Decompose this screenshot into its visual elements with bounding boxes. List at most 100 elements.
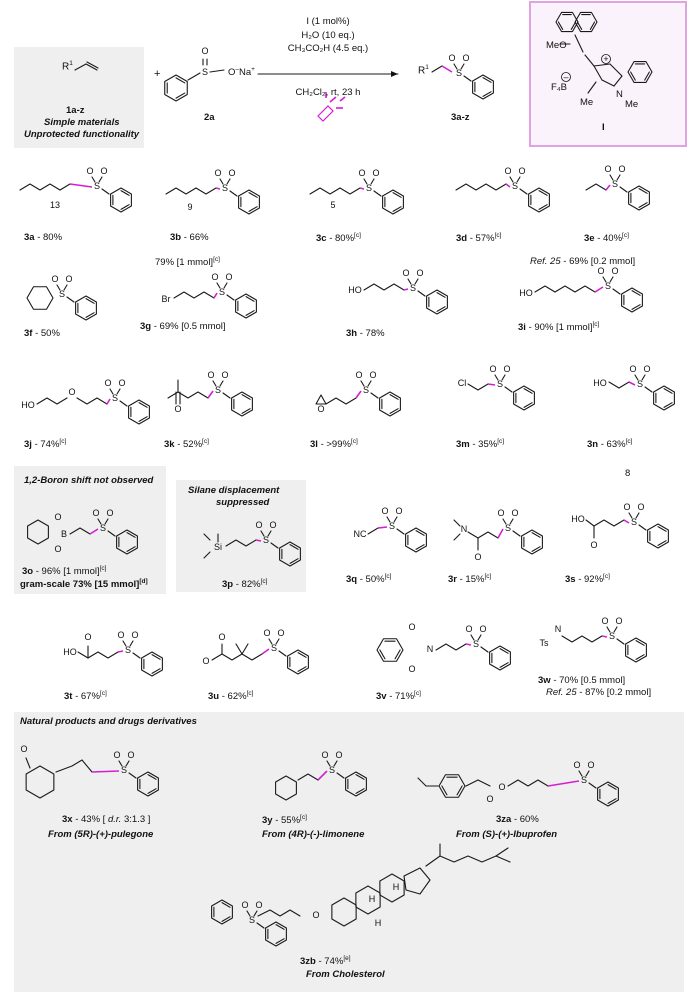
product-label-3i: 3i - 90% [1 mmol][c] [518, 321, 600, 334]
bond [97, 518, 102, 525]
boron-panel-title: 1,2-Boron shift not observed [24, 475, 154, 486]
product-label-3n: 3n - 63%[c] [587, 438, 633, 451]
bond [74, 63, 87, 71]
highlight-bond [215, 187, 221, 190]
sulfonyl-oxygen: O [623, 502, 630, 512]
bond [56, 284, 61, 291]
highlight-bond [261, 648, 270, 655]
aromatic-bond [275, 924, 285, 930]
highlight-bond [547, 780, 580, 787]
sulfonyl-oxygen: O [573, 760, 580, 770]
bond [494, 374, 499, 381]
phenyl-ring [521, 529, 543, 555]
reactant1-label: 1a-z [66, 105, 85, 116]
sulfonyl-oxygen: O [604, 164, 611, 174]
sulfonyl-oxygen: O [637, 502, 644, 512]
bond [77, 651, 89, 659]
phenyl-ring [110, 187, 132, 213]
aromatic-bond [557, 21, 564, 30]
bond [417, 290, 426, 297]
sulfur-atom: S [631, 517, 637, 527]
bond [480, 646, 489, 653]
ibuprofen-ring [438, 774, 466, 798]
light-ray [339, 96, 346, 102]
sulfur-atom: S [581, 775, 587, 785]
product-label-3u: 3u - 62%[c] [208, 690, 254, 703]
bond [606, 626, 611, 633]
pulegone-ring [25, 765, 55, 799]
plus-sign: + [154, 68, 161, 80]
bond [25, 757, 31, 769]
ether-oxygen: O [312, 910, 319, 920]
aromatic-bond [394, 649, 401, 660]
product-label-3q: 3q - 50%[c] [346, 573, 392, 586]
aromatic-bond [392, 192, 402, 198]
imide-oxygen: O [408, 664, 415, 674]
highlight-bond [628, 381, 636, 386]
sulfonyl-oxygen: O [448, 53, 455, 63]
highlight-bond [505, 183, 511, 188]
bond [619, 186, 628, 193]
aromatic-bond [635, 654, 645, 660]
sulfur-atom: S [112, 393, 118, 403]
alkyl-chain [367, 527, 379, 535]
steroid-ring-a [331, 897, 357, 927]
bond [641, 374, 646, 381]
bond [107, 530, 116, 537]
aromatic-bond [147, 774, 157, 780]
hydrogen-atom: H [393, 882, 400, 892]
highlight-bond [106, 398, 111, 405]
aromatic-bond [85, 298, 95, 304]
sulfonyl-oxygen: O [92, 508, 99, 518]
hydroxyl-group: HO [593, 378, 607, 388]
aromatic-bond [248, 192, 258, 198]
product-label-3h: 3h - 78% [346, 328, 385, 339]
product-label-3zb: 3zb - 74%[e] [300, 955, 351, 968]
source-3x: From (5R)-(+)-pulegone [48, 829, 154, 840]
aromatic-bond [436, 306, 446, 312]
phenyl-ring [382, 189, 404, 215]
aromatic-bond [297, 652, 307, 658]
sulfur-atom: S [125, 645, 131, 655]
sulfur-atom: S [263, 535, 269, 545]
anion-minus: – [563, 72, 568, 82]
sulfur-atom: S [100, 523, 106, 533]
aromatic-bond [151, 668, 161, 674]
sulfonyl-oxygen: O [416, 268, 423, 278]
hydroxyl-group: HO [63, 647, 77, 657]
bond [211, 653, 223, 661]
phenyl-ring [211, 899, 233, 925]
aromatic-bond [644, 71, 650, 81]
sulfonyl-oxygen: O [395, 506, 402, 516]
aromatic-bond [638, 202, 648, 208]
cation-charge [601, 54, 611, 64]
product-label-3v: 3v - 71%[c] [376, 690, 421, 703]
ketone-oxygen: O [174, 404, 181, 414]
highlight-bond [213, 292, 218, 299]
boronate-oxygen: O [54, 512, 61, 522]
highlight-bond [377, 526, 388, 529]
aromatic-bond [499, 662, 509, 668]
bond [246, 910, 251, 917]
label-3i-line2: Ref. 25 - 69% [0.2 mmol] [530, 256, 636, 267]
phenyl-ring [235, 293, 257, 319]
bond [229, 190, 238, 197]
product-label-3d: 3d - 57%[c] [456, 232, 502, 245]
bond [363, 178, 368, 185]
aromatic-bond [85, 312, 95, 318]
sulfonyl-oxygen: O [504, 166, 511, 176]
source-3zb: From Cholesterol [306, 969, 385, 980]
product-label-3t: 3t - 67%[c] [64, 690, 107, 703]
light-ray [329, 96, 337, 103]
alkyl-chain [585, 183, 607, 191]
sulfonyl-oxygen: O [241, 900, 248, 910]
sulfur-atom: S [497, 379, 503, 389]
carbonyl-oxygen: O [218, 632, 225, 642]
catalyst-me1: Me [580, 97, 594, 108]
reactant1-note2: Unprotected functionality [24, 129, 140, 140]
cation-plus: + [603, 54, 608, 64]
bond [101, 188, 110, 195]
bond [219, 380, 224, 387]
phenyl-ring [75, 295, 97, 321]
sulfur-atom: S [612, 179, 618, 189]
